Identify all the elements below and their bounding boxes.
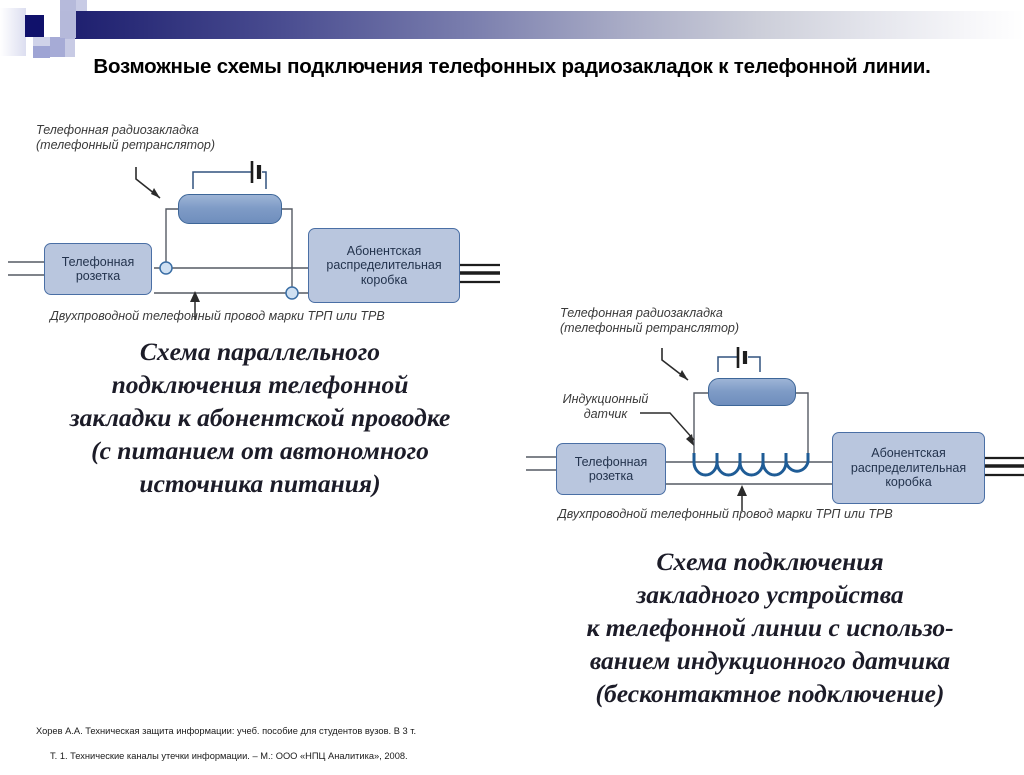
diagram1-wire-label: Двухпроводной телефонный провод марки ТР…	[50, 309, 385, 323]
diagram2-wire-arrowhead	[737, 485, 747, 496]
page-title: Возможные схемы подключения телефонных р…	[93, 55, 931, 78]
diagram1-junction-bottom	[285, 286, 299, 300]
diagram1-device-arrowhead	[151, 188, 160, 198]
decor-square-fade-left	[0, 8, 26, 56]
diagram1-caption: Схема параллельного подключения телефонн…	[69, 337, 451, 498]
diagram-inductive-sensor: Телефонная радиозакладка (телефонный рет…	[520, 300, 1024, 535]
decor-square-overlap	[60, 11, 76, 38]
diagram1-battery-left-wire	[192, 171, 252, 189]
diagram1-junction-top	[159, 261, 173, 275]
diagram2-device-arrowhead	[679, 370, 688, 380]
header-gradient-bar	[75, 11, 1024, 39]
diagram1-battery-right-wire	[262, 171, 267, 189]
diagram2-wire-label: Двухпроводной телефонный провод марки ТР…	[558, 507, 893, 521]
diagram1-wire-arrowhead	[190, 291, 200, 302]
diagram2-caption: Схема подключения закладного устройства …	[586, 547, 954, 708]
diagram2-coil-loop-5	[784, 453, 810, 473]
diagram1-distribution-box: Абонентская распределительная коробка	[308, 228, 460, 303]
diagram2-device-label: Телефонная радиозакладка (телефонный рет…	[560, 306, 740, 335]
diagram2-coil-loop-3	[738, 453, 765, 477]
diagram1-device-leader	[135, 167, 161, 199]
diagram1-telephone-socket-box: Телефонная розетка	[44, 243, 152, 295]
diagram2-distribution-box: Абонентская распределительная коробка	[832, 432, 985, 504]
diagram2-battery-left-wire	[717, 356, 738, 372]
diagram2-radio-bug-device	[708, 378, 796, 406]
diagram1-wiring	[8, 161, 500, 320]
diagram2-device-left-lead	[693, 392, 708, 453]
diagram2-battery-right-wire	[748, 356, 761, 372]
diagram-parallel-connection: Телефонная радиозакладка (телефонный рет…	[0, 115, 500, 323]
diagram2-device-leader	[661, 348, 689, 381]
diagram2-telephone-socket-box: Телефонная розетка	[556, 443, 666, 495]
citation-line-2: Т. 1. Технические каналы утечки информац…	[50, 750, 408, 761]
diagram2-coil-loop-2	[715, 453, 742, 477]
source-citation: Хорев А.А. Техническая защита информации…	[36, 712, 556, 775]
diagram2-coil-loop-4	[761, 453, 788, 477]
diagram2-sensor-label: Индукционный датчик	[562, 392, 649, 421]
diagram2-coil-loop-1	[692, 453, 719, 477]
diagram2-sensor-arrowhead	[686, 434, 694, 446]
decor-square-navy	[25, 15, 50, 37]
citation-line-1: Хорев А.А. Техническая защита информации…	[36, 725, 417, 736]
diagram1-device-right-lead	[281, 208, 293, 293]
diagram1-device-left-lead	[165, 208, 178, 268]
header-decoration	[0, 0, 1024, 58]
diagram1-device-label: Телефонная радиозакладка (телефонный рет…	[36, 123, 216, 152]
decor-square-bottom-lavender	[33, 46, 50, 58]
decor-square-lavender	[50, 37, 65, 57]
decor-square-light-c	[44, 14, 62, 37]
diagram2-device-right-lead	[795, 392, 809, 453]
diagram2-wiring	[526, 347, 1024, 511]
diagram1-radio-bug-device	[178, 194, 282, 224]
diagram2-sensor-leader	[640, 412, 695, 441]
